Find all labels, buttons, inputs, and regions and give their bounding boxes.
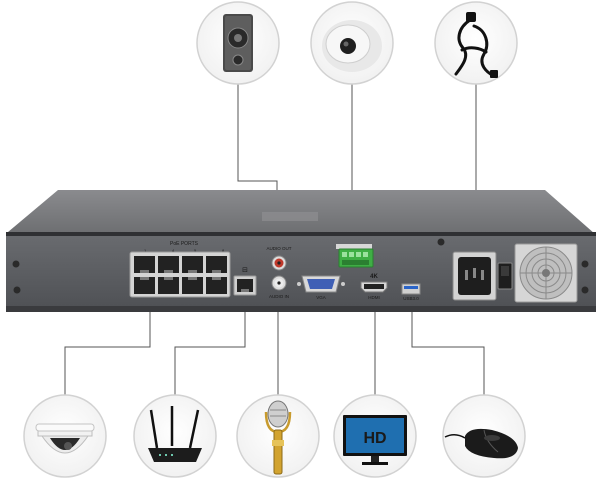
power-cable-accessory — [434, 1, 518, 85]
4k-badge: 4K — [370, 274, 378, 280]
audio-out-port[interactable]: AUDIO OUT — [266, 246, 292, 271]
vga-label: VGA — [316, 295, 326, 300]
router-accessory — [133, 394, 217, 478]
alarm-terminal-block[interactable] — [336, 244, 374, 268]
power-switch[interactable] — [497, 262, 513, 290]
mouse-icon — [444, 428, 518, 459]
speaker-accessory — [196, 1, 280, 85]
dome-camera-icon — [35, 423, 95, 454]
port-number: 4 — [172, 248, 175, 253]
screw-icon — [581, 260, 589, 268]
poe-port[interactable] — [134, 256, 227, 294]
usb3-port[interactable]: USB3.0 — [401, 283, 421, 301]
mouse-accessory — [442, 394, 526, 478]
camera-icon — [322, 20, 382, 72]
power-inlet[interactable] — [452, 251, 497, 301]
screw-icon — [581, 286, 589, 294]
microphone-icon — [264, 400, 292, 475]
speaker-icon — [223, 14, 253, 72]
screw-icon — [12, 260, 20, 268]
hd-monitor-accessory: HD — [333, 394, 417, 478]
microphone-accessory — [236, 394, 320, 478]
dome-camera-accessory — [23, 394, 107, 478]
port-number: 1 — [144, 248, 147, 253]
router-icon — [148, 406, 202, 462]
network-icon: ⊟ — [242, 267, 248, 274]
usb-label: USB3.0 — [403, 296, 419, 301]
port-number: 8 — [222, 248, 225, 253]
vga-port[interactable]: VGA — [297, 275, 345, 300]
port-number: 5 — [194, 248, 197, 253]
screw-icon — [13, 286, 21, 294]
audio-in-port[interactable]: AUDIO IN — [269, 275, 289, 299]
poe-port-block[interactable]: PoE PORTS 1 4 5 8 — [129, 241, 231, 298]
screw-icon — [437, 238, 445, 246]
lan-port[interactable]: ⊟ — [233, 267, 257, 296]
power-cable-icon — [454, 12, 498, 78]
audio-in-label: AUDIO IN — [269, 294, 289, 299]
hdmi-label: HDMI — [368, 295, 380, 300]
camera-accessory — [310, 1, 394, 85]
hd-badge: HD — [363, 430, 386, 447]
audio-out-label: AUDIO OUT — [266, 246, 291, 251]
hdmi-port[interactable]: 4K HDMI — [360, 274, 388, 300]
hd-monitor-icon: HD — [343, 415, 407, 465]
nvr-chassis — [6, 190, 596, 312]
poe-ports-label: PoE PORTS — [170, 241, 199, 247]
fan-icon — [514, 243, 578, 303]
